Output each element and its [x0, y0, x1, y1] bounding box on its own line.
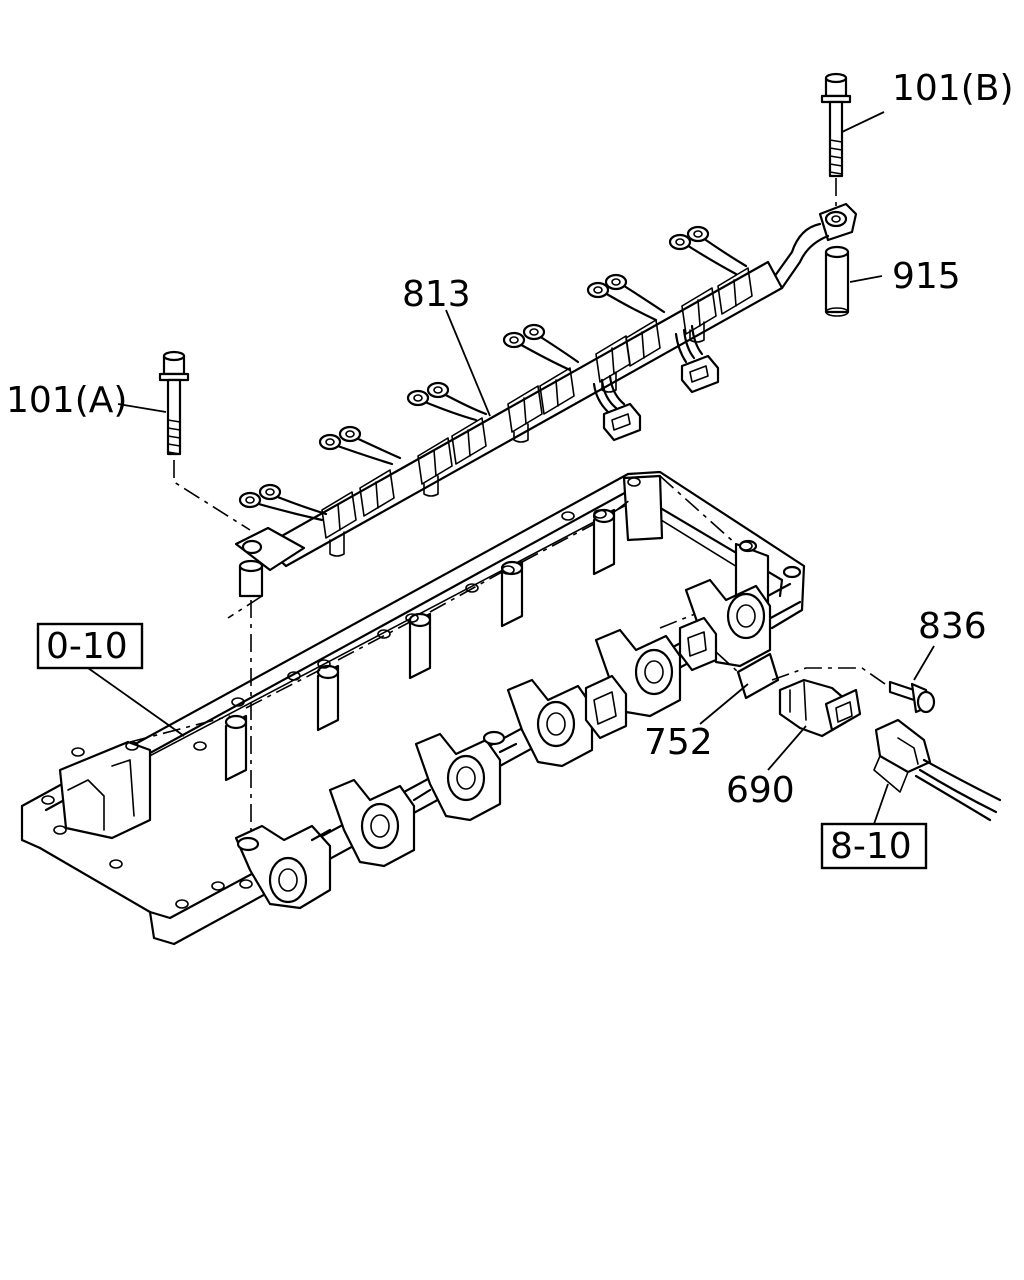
bolt-836[interactable]	[888, 680, 936, 714]
gasket-752[interactable]	[736, 652, 780, 700]
ref-box-0-10[interactable]: 0-10	[36, 622, 144, 670]
callout-101a: 101(A)	[6, 380, 127, 421]
harness-connectors	[592, 324, 720, 442]
ref-box-8-10[interactable]: 8-10	[820, 822, 928, 870]
locating-pin	[238, 559, 264, 598]
callout-836: 836	[918, 606, 987, 647]
callout-0-10: 0-10	[46, 626, 128, 667]
sensor-690[interactable]	[778, 678, 862, 738]
callout-101b: 101(B)	[892, 68, 1014, 109]
leader-lines	[87, 111, 935, 825]
callout-752: 752	[644, 722, 713, 763]
cover-frame	[20, 470, 806, 946]
flange-holes	[41, 477, 753, 909]
cam-bosses	[234, 578, 772, 910]
callout-813: 813	[402, 274, 471, 315]
bolt-101a[interactable]	[158, 350, 190, 456]
callout-915: 915	[892, 256, 961, 297]
harness-connector-8-10[interactable]	[873, 718, 1002, 822]
wiring-harness-813[interactable]	[234, 202, 858, 572]
spacer-915[interactable]	[824, 245, 850, 317]
callout-690: 690	[726, 770, 795, 811]
bolt-101b[interactable]	[820, 72, 852, 178]
injector-pigtails	[238, 225, 748, 522]
callout-8-10: 8-10	[830, 826, 912, 867]
